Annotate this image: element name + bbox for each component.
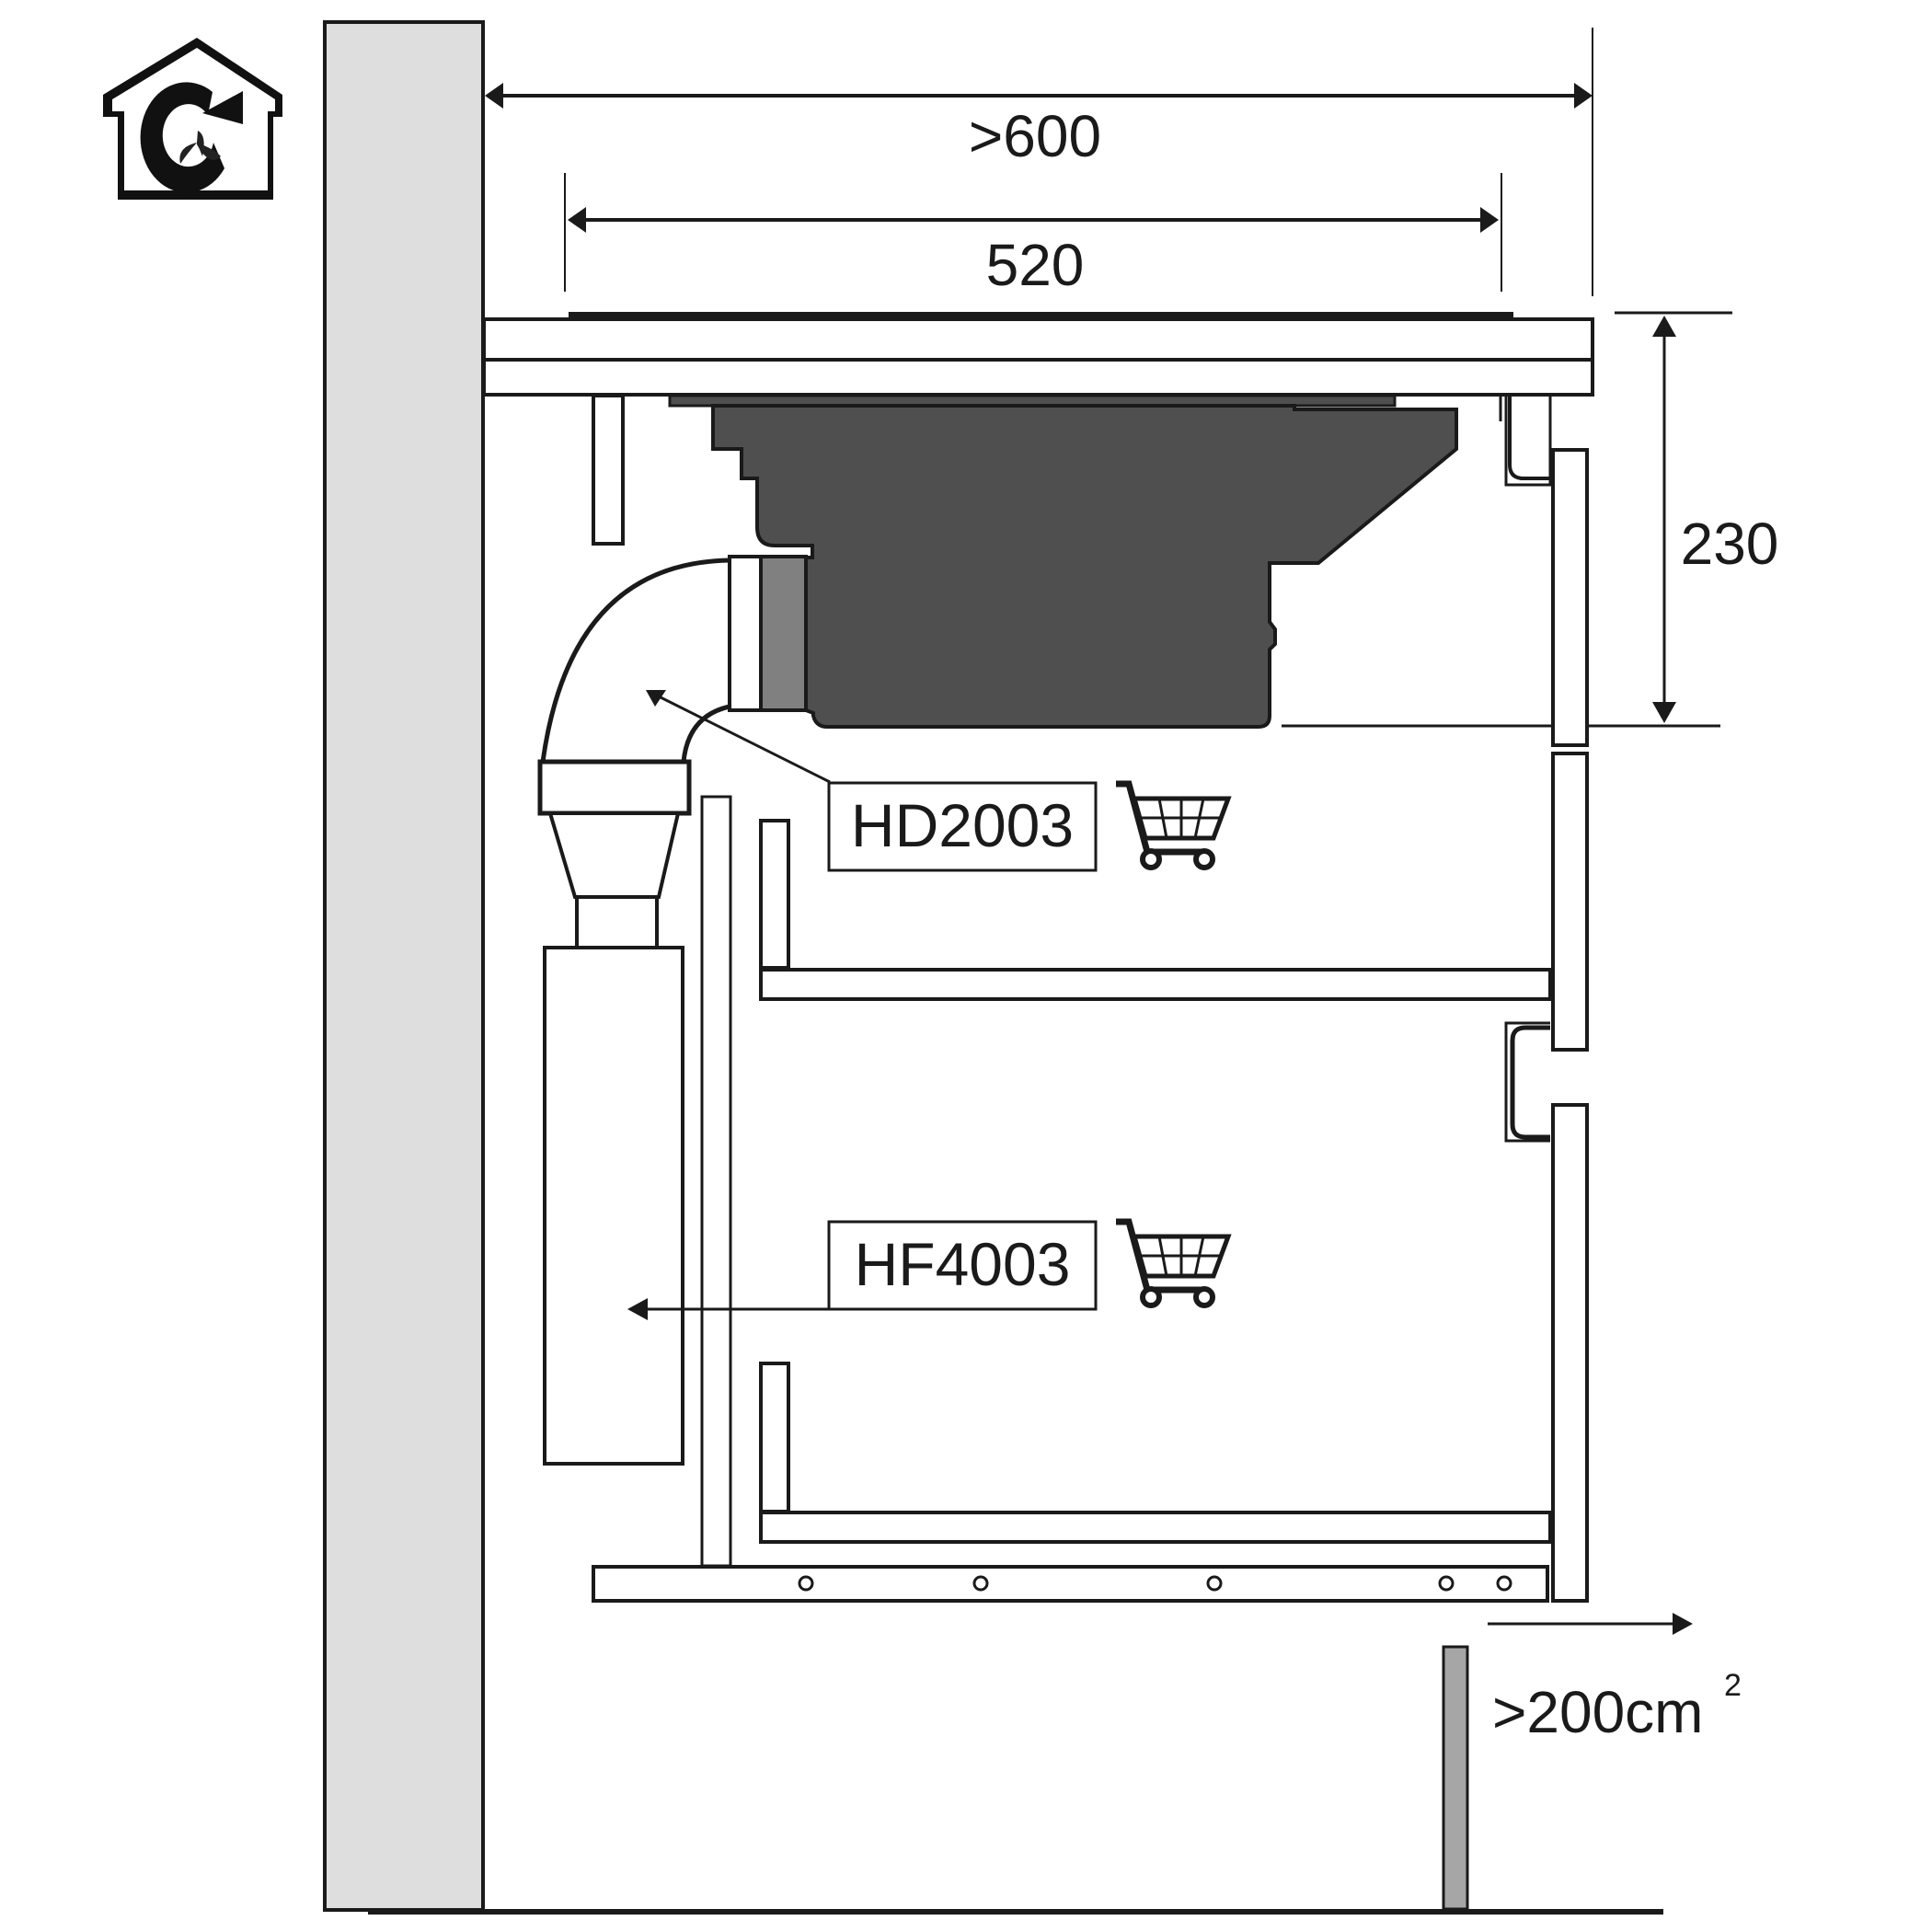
duct-connector	[728, 555, 763, 712]
lower-drawer-runner	[1504, 1021, 1550, 1143]
accessory-callout-hd2003[interactable]: HD2003	[646, 690, 1098, 872]
accessory-code-hd2003: HD2003	[851, 791, 1074, 859]
hob-cutout-label: 520	[986, 232, 1085, 298]
upper-drawer-runner	[1499, 396, 1552, 487]
vent-area-superscript: 2	[1724, 1668, 1742, 1703]
accessory-callout-hf4003[interactable]: HF4003	[627, 1220, 1098, 1320]
dimension-installation-height: 230	[1282, 311, 1779, 728]
wall	[323, 20, 485, 1912]
hob-glass	[569, 312, 1513, 319]
front-panel-top	[1551, 448, 1589, 747]
shopping-cart-icon[interactable]	[1116, 780, 1232, 870]
upper-drawer-back	[759, 819, 790, 970]
front-panel-bottom	[1551, 1103, 1589, 1603]
duct-elbow	[537, 558, 730, 949]
installation-height-label: 230	[1681, 511, 1779, 577]
accessory-code-hf4003: HF4003	[855, 1230, 1071, 1298]
ventilation-slot	[1442, 1645, 1469, 1911]
dimension-cabinet-depth: >600	[485, 28, 1593, 296]
lower-drawer-back	[759, 1362, 790, 1513]
worktop	[482, 317, 1594, 397]
cabinet-depth-label: >600	[969, 103, 1101, 169]
recirculation-house-icon	[103, 38, 282, 200]
dimension-hob-cutout: 520	[564, 173, 1502, 298]
upper-drawer-bottom	[759, 968, 1552, 1001]
worktop-support	[592, 394, 625, 546]
shopping-cart-icon[interactable]	[1116, 1218, 1232, 1308]
front-panel-middle	[1551, 752, 1589, 1052]
cabinet-back-upright	[700, 795, 732, 1568]
recirculation-filter	[543, 946, 684, 1466]
vent-area-label: >200cm	[1492, 1679, 1703, 1745]
cabinet-base	[592, 1565, 1549, 1603]
lower-drawer-bottom	[759, 1511, 1552, 1544]
downdraft-motor-unit	[668, 394, 1458, 729]
duct-connector-grey	[759, 555, 808, 712]
